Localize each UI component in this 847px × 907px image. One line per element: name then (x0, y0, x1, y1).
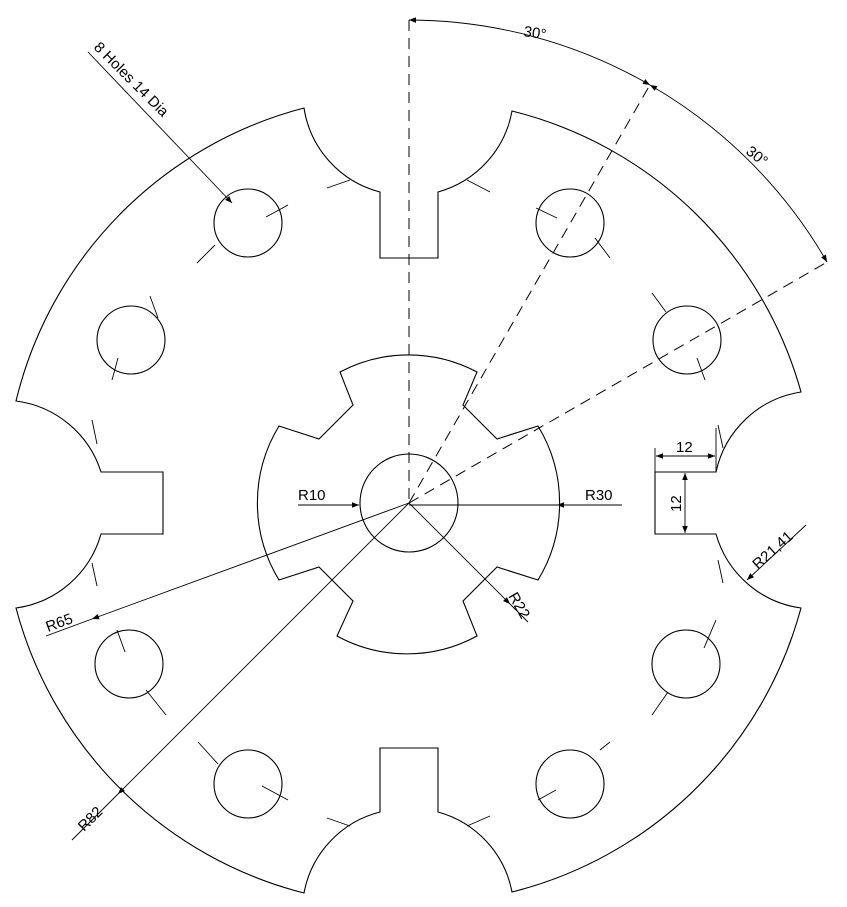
r82-leader (117, 502, 410, 795)
inner-hub-profile (256, 354, 561, 655)
r22-extension (509, 603, 529, 623)
bolt-hole (213, 749, 283, 819)
r10-label: R10 (298, 487, 326, 504)
slot-width-label: 12 (676, 439, 693, 456)
bolt-hole (535, 749, 605, 819)
angle-label-2: 30° (743, 143, 771, 170)
bolt-hole (535, 188, 605, 258)
r22-label: R22 (505, 590, 533, 622)
bolt-holes (94, 188, 722, 819)
outer-profile (15, 107, 802, 894)
r21-leader (746, 524, 807, 581)
bolt-hole (94, 629, 164, 699)
slot-height-label: 12 (668, 495, 685, 512)
holes-leader (87, 51, 233, 204)
r65-leader (91, 502, 410, 620)
r65-label: R65 (44, 610, 76, 635)
bolt-hole (652, 305, 722, 375)
bolt-circle-ticks (91, 179, 724, 827)
r22-leader (408, 502, 511, 605)
r30-label: R30 (585, 487, 613, 504)
r82-label: R82 (75, 803, 106, 834)
angle-label-1: 30° (522, 23, 547, 43)
bolt-hole (213, 188, 283, 258)
r82-extension (71, 793, 119, 841)
centerline-30deg (408, 82, 652, 504)
bolt-hole (96, 305, 166, 375)
holes-note: 8 Holes 14 Dia (90, 39, 172, 121)
angle-dimension-arc-2 (649, 84, 828, 263)
bolt-hole (651, 629, 721, 699)
r21-label: R21,41 (749, 528, 796, 573)
r65-extension (45, 618, 93, 637)
centerline-60deg (408, 260, 830, 504)
angle-dimension-arc-1 (408, 17, 651, 86)
